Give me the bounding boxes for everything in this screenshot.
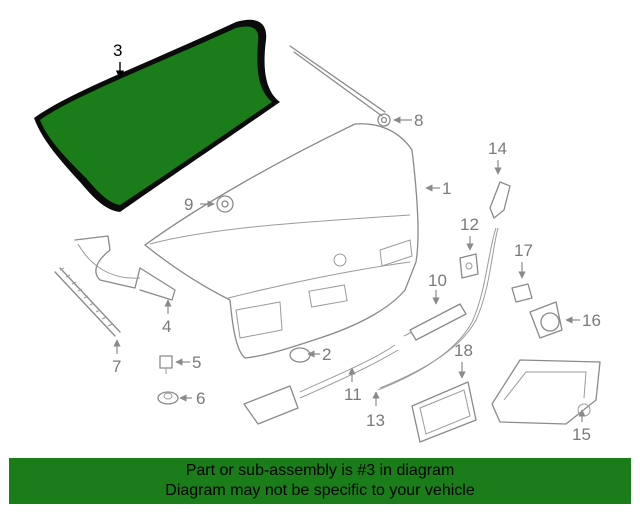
license-lamp-part-18 xyxy=(411,381,477,443)
handle-part-15 xyxy=(491,359,601,425)
callout-15: 15 xyxy=(572,425,591,444)
callout-2: 2 xyxy=(322,345,331,364)
callout-17: 17 xyxy=(514,241,533,260)
callout-3: 3 xyxy=(113,41,122,60)
callout-14: 14 xyxy=(488,139,507,158)
bolt-part-5 xyxy=(159,355,173,374)
gas-strut-part-8 xyxy=(289,45,391,127)
actuator-part-16 xyxy=(529,301,563,339)
callout-13: 13 xyxy=(366,411,385,430)
nut-part-6 xyxy=(157,391,179,405)
hinge-part-4 xyxy=(74,235,176,301)
callout-10: 10 xyxy=(428,271,447,290)
callout-5: 5 xyxy=(192,353,201,372)
callout-18: 18 xyxy=(454,341,473,360)
grommet-part-9 xyxy=(216,195,234,213)
callout-11: 11 xyxy=(344,385,362,404)
callout-7: 7 xyxy=(112,357,121,376)
cable-part-13 xyxy=(379,227,499,389)
release-switch-part-10 xyxy=(403,303,467,341)
banner-line-2: Diagram may not be specific to your vehi… xyxy=(165,482,475,499)
callout-12: 12 xyxy=(460,215,479,234)
sensor-part-17 xyxy=(511,283,533,303)
bumper-part-2 xyxy=(289,347,311,363)
torsion-rod-part-7 xyxy=(54,267,121,337)
bracket-part-14 xyxy=(489,181,511,219)
callout-16: 16 xyxy=(582,311,601,330)
info-banner: Part or sub-assembly is #3 in diagram Di… xyxy=(9,458,631,504)
callout-4: 4 xyxy=(162,317,171,336)
parts-diagram: 3 8 9 1 14 12 17 10 16 7 4 5 6 2 11 13 1… xyxy=(34,19,601,444)
banner-line-1: Part or sub-assembly is #3 in diagram xyxy=(185,462,455,479)
callout-1: 1 xyxy=(442,179,451,198)
trunk-seal-part-3 xyxy=(34,19,280,212)
callout-9: 9 xyxy=(184,195,193,214)
trunk-lid-part-1 xyxy=(144,123,419,359)
clip-part-12 xyxy=(459,253,479,279)
callout-6: 6 xyxy=(196,389,205,408)
callout-8: 8 xyxy=(414,111,423,130)
